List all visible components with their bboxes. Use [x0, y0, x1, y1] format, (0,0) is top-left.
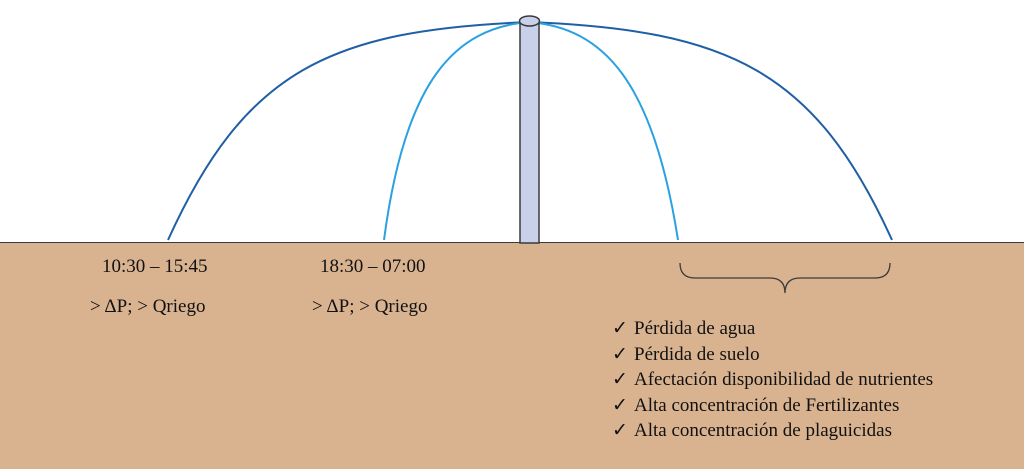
soil-ground	[0, 242, 1024, 469]
check-icon: ✓	[612, 318, 628, 339]
effects-list: ✓Pérdida de agua ✓Pérdida de suelo ✓Afec…	[612, 316, 933, 444]
left-condition-label: > ΔP; > Qriego	[90, 296, 206, 317]
effect-item: ✓Pérdida de agua	[612, 316, 933, 342]
check-icon: ✓	[612, 369, 628, 391]
check-icon: ✓	[612, 420, 628, 442]
effect-item: ✓Pérdida de suelo	[612, 342, 933, 368]
runoff-brace	[679, 262, 891, 294]
effect-item: ✓Alta concentración de plaguicidas	[612, 418, 933, 444]
right-time-label: 18:30 – 07:00	[320, 256, 426, 277]
sprinkler-head	[518, 15, 541, 27]
left-time-label: 10:30 – 15:45	[102, 256, 208, 277]
check-icon: ✓	[612, 394, 628, 416]
sprinkler-pipe	[519, 20, 540, 244]
right-condition-label: > ΔP; > Qriego	[312, 296, 428, 317]
check-icon: ✓	[612, 343, 628, 365]
effect-item: ✓Alta concentración de Fertilizantes	[612, 393, 933, 419]
effect-item: ✓Afectación disponibilidad de nutrientes	[612, 367, 933, 393]
